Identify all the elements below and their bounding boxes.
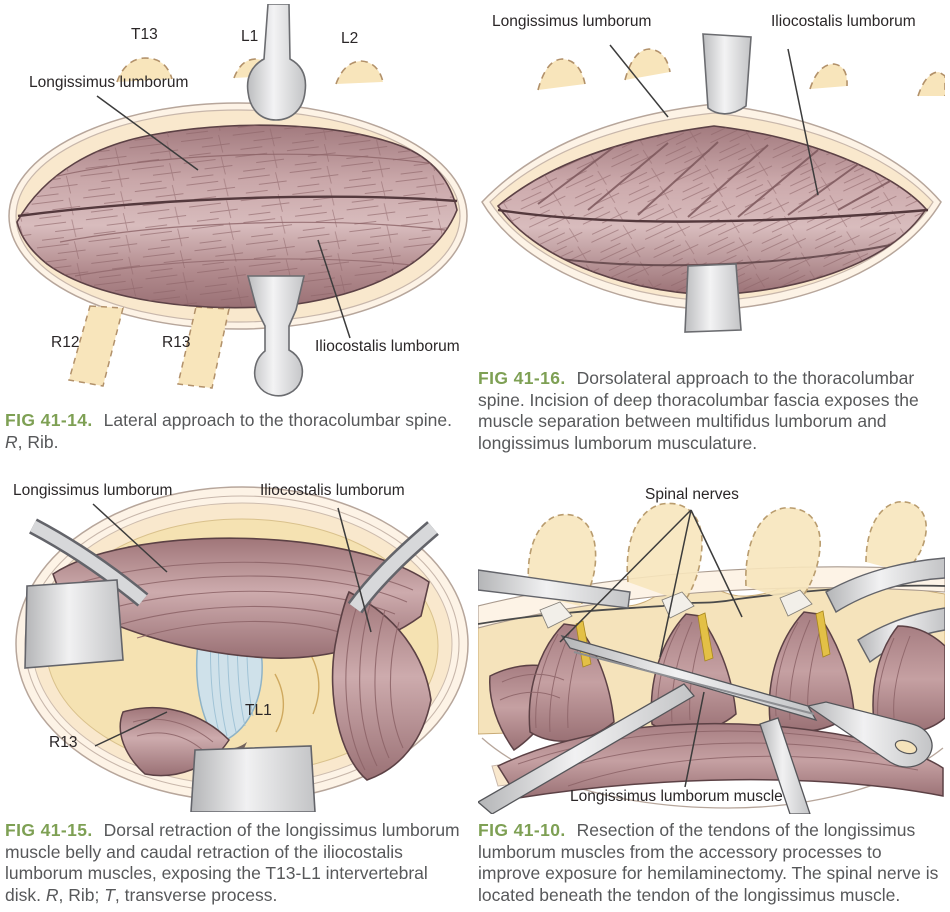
figure-41-14-caption-number: FIG 41-14. [5, 410, 93, 430]
label-l2: L2 [341, 30, 359, 47]
figure-41-15-caption: FIG 41-15.Dorsal retraction of the longi… [5, 820, 461, 907]
figure-41-16-caption-text: Dorsolateral approach to the thoracolumb… [478, 368, 919, 454]
label-r13: R13 [49, 734, 78, 751]
label-longissimus-lumborum-muscle: Longissimus lumborum muscle [570, 788, 783, 805]
label-r12: R12 [51, 334, 80, 351]
dorsal-retraction-drawing [15, 486, 469, 812]
figure-41-16-illustration: Longissimus lumborum Iliocostalis lumbor… [478, 4, 945, 360]
figure-41-14-illustration: T13 L1 L2 Longissimus lumborum R12 R13 I… [5, 4, 470, 402]
figure-41-10: Spinal nerves Longissimus lumborum muscl… [478, 466, 948, 907]
label-longissimus-lumborum: Longissimus lumborum [29, 74, 189, 91]
dorsolateral-approach-drawing [481, 33, 945, 333]
figure-41-10-illustration: Spinal nerves Longissimus lumborum muscl… [478, 466, 945, 814]
label-tl1: TL1 [245, 702, 272, 719]
figure-41-10-caption-text: Resection of the tendons of the longissi… [478, 820, 939, 906]
figure-41-14-caption: FIG 41-14.Lateral approach to the thorac… [5, 410, 457, 453]
label-t13: T13 [131, 26, 158, 43]
figure-41-16-caption-number: FIG 41-16. [478, 368, 566, 388]
figure-41-14: T13 L1 L2 Longissimus lumborum R12 R13 I… [5, 4, 470, 453]
label-iliocostalis-lumborum: Iliocostalis lumborum [260, 482, 405, 499]
figure-41-15-illustration: Longissimus lumborum Iliocostalis lumbor… [5, 474, 470, 812]
figure-41-15-caption-number: FIG 41-15. [5, 820, 93, 840]
figure-41-16: Longissimus lumborum Iliocostalis lumbor… [478, 4, 945, 455]
label-longissimus-lumborum: Longissimus lumborum [492, 13, 652, 30]
lateral-approach-drawing [8, 4, 468, 397]
figure-41-14-caption-text: Lateral approach to the thoracolumbar sp… [5, 410, 452, 452]
tendon-resection-drawing [478, 501, 945, 814]
label-longissimus-lumborum: Longissimus lumborum [13, 482, 173, 499]
label-r13: R13 [162, 334, 191, 351]
figure-41-10-caption: FIG 41-10.Resection of the tendons of th… [478, 820, 948, 907]
figure-41-15-caption-text: Dorsal retraction of the longissimus lum… [5, 820, 460, 906]
label-iliocostalis-lumborum: Iliocostalis lumborum [315, 338, 460, 355]
label-iliocostalis-lumborum: Iliocostalis lumborum [771, 13, 916, 30]
label-spinal-nerves: Spinal nerves [645, 486, 739, 503]
figure-41-16-caption: FIG 41-16.Dorsolateral approach to the t… [478, 368, 944, 455]
figure-41-15: Longissimus lumborum Iliocostalis lumbor… [5, 474, 470, 907]
figure-41-10-caption-number: FIG 41-10. [478, 820, 566, 840]
label-l1: L1 [241, 28, 259, 45]
